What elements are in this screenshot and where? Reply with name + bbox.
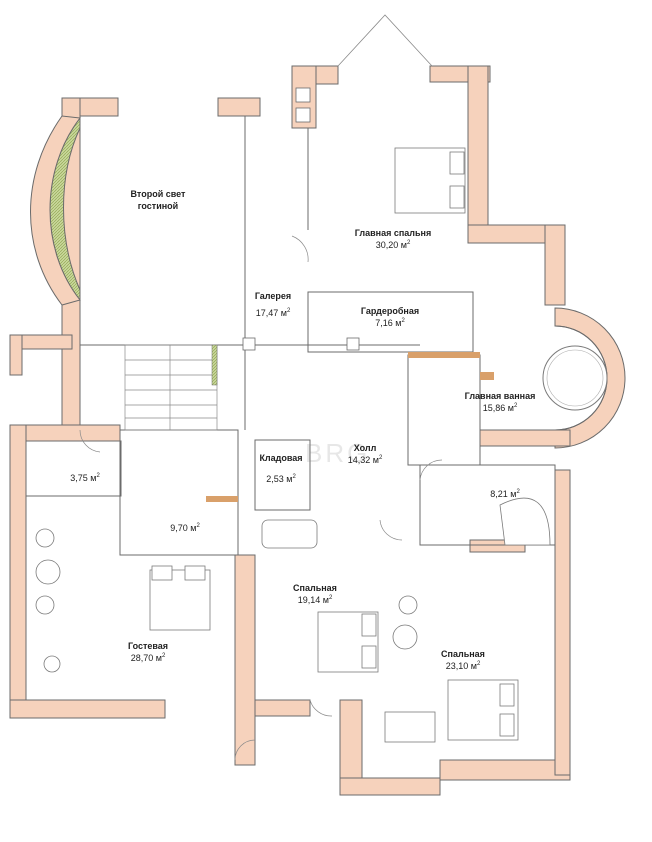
room-label: Спальная 19,14 м2 — [293, 583, 337, 605]
wall — [9, 334, 23, 376]
room-label: Главная ванная 15,86 м2 — [464, 391, 536, 413]
staircase — [124, 344, 218, 431]
storage-room — [254, 439, 311, 511]
wall — [217, 97, 261, 117]
wall — [9, 424, 27, 716]
wc-room — [119, 429, 239, 556]
accent-bar — [206, 496, 238, 502]
watermark: BRG — [305, 438, 371, 468]
sofa-icon — [261, 519, 318, 549]
stair-rail — [211, 344, 218, 386]
room-area: 9,70 м2 — [170, 523, 200, 533]
bed-icon — [149, 565, 211, 631]
room-area: 8,21 м2 — [490, 489, 520, 499]
room-label: Гардеробная 7,16 м2 — [360, 306, 420, 328]
wall — [544, 224, 566, 306]
column — [242, 87, 360, 351]
wall — [467, 65, 489, 242]
room-label: Главная спальня 30,20 м2 — [354, 228, 432, 250]
room-label: Гостевая 28,70 м2 — [127, 641, 169, 663]
bathtub-icon — [542, 345, 608, 411]
wall — [254, 699, 311, 717]
room-label: Второй свет гостиной — [130, 189, 186, 211]
bathtub-icon — [546, 349, 604, 407]
bathtub-icon — [499, 497, 551, 546]
accent-bar — [480, 372, 494, 380]
bed-icon — [317, 611, 379, 673]
bed-icon — [394, 147, 466, 214]
closet — [25, 440, 122, 497]
wall — [554, 469, 571, 776]
room-label: Холл 14,32 м2 — [347, 443, 383, 465]
desk-icon — [384, 711, 436, 743]
hall-box — [419, 464, 556, 546]
wall — [9, 699, 166, 719]
door-icon — [79, 235, 443, 761]
wall — [439, 759, 571, 781]
room-label: Галерея 17,47 м2 — [254, 291, 292, 318]
wall — [234, 554, 256, 766]
room-area: 3,75 м2 — [70, 473, 100, 483]
wardrobe-room — [307, 291, 474, 353]
wall — [339, 777, 441, 796]
wall — [479, 429, 571, 447]
room-label: Спальная 23,10 м2 — [441, 649, 485, 671]
room-label: Кладовая 2,53 м2 — [259, 453, 303, 484]
balcony — [337, 14, 433, 67]
bed-icon — [447, 679, 519, 741]
accent-bar — [408, 352, 480, 358]
wall — [30, 115, 81, 306]
armchair-icon — [35, 528, 418, 673]
